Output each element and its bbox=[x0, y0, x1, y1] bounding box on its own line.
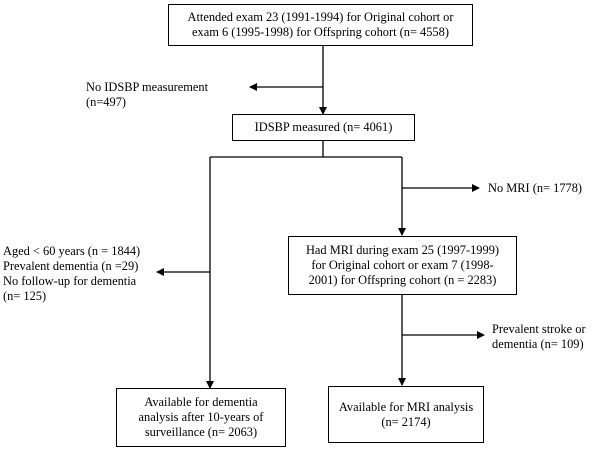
box-idsbp-text: IDSBP measured (n= 4061) bbox=[254, 120, 393, 134]
label-dementia-excl-line-2: Prevalent dementia (n =29) bbox=[3, 259, 139, 273]
box-had-mri-line-2: for Original cohort or exam 7 (1998- bbox=[311, 258, 494, 272]
box-dementia-line-3: surveillance (n= 2063) bbox=[144, 425, 258, 439]
label-no-idsbp: No IDSBP measurement (n=497) bbox=[86, 80, 208, 110]
box-mri-available-line-2: (n= 2174) bbox=[381, 414, 431, 429]
label-no-mri-text: No MRI (n= 1778) bbox=[488, 181, 583, 195]
label-stroke-excl-line-1: Prevalent stroke or bbox=[492, 322, 586, 336]
label-dementia-excl-line-1: Aged < 60 years (n = 1844) bbox=[3, 244, 141, 258]
label-dementia-exclusions: Aged < 60 years (n = 1844) Prevalent dem… bbox=[3, 244, 140, 304]
box-mri-available: Available for MRI analysis (n= 2174) bbox=[328, 386, 484, 443]
box-had-mri: Had MRI during exam 25 (1997-1999) for O… bbox=[288, 236, 517, 295]
label-stroke-excl-line-2: dementia (n= 109) bbox=[492, 337, 584, 351]
label-dementia-excl-line-4: (n= 125) bbox=[3, 289, 47, 303]
box-had-mri-line-1: Had MRI during exam 25 (1997-1999) bbox=[305, 243, 500, 257]
label-no-idsbp-line-1: No IDSBP measurement bbox=[86, 80, 209, 94]
box-idsbp-measured: IDSBP measured (n= 4061) bbox=[232, 114, 415, 141]
box-dementia-line-1: Available for dementia bbox=[144, 395, 258, 409]
box-dementia-available: Available for dementia analysis after 10… bbox=[116, 388, 286, 447]
label-dementia-excl-line-3: No follow-up for dementia bbox=[3, 274, 137, 288]
box-dementia-line-2: analysis after 10-years of bbox=[138, 410, 264, 424]
box-attended-line-1: Attended exam 23 (1991-1994) for Origina… bbox=[187, 10, 454, 24]
box-had-mri-line-3: 2001) for Offspring cohort (n = 2283) bbox=[308, 273, 497, 287]
box-mri-available-line-1: Available for MRI analysis bbox=[338, 399, 474, 414]
label-stroke-exclusion: Prevalent stroke or dementia (n= 109) bbox=[492, 322, 586, 352]
box-attended-exam: Attended exam 23 (1991-1994) for Origina… bbox=[168, 4, 473, 46]
label-no-idsbp-line-2: (n=497) bbox=[86, 95, 127, 109]
box-attended-line-2: exam 6 (1995-1998) for Offspring cohort … bbox=[192, 25, 449, 39]
label-no-mri: No MRI (n= 1778) bbox=[488, 181, 582, 196]
